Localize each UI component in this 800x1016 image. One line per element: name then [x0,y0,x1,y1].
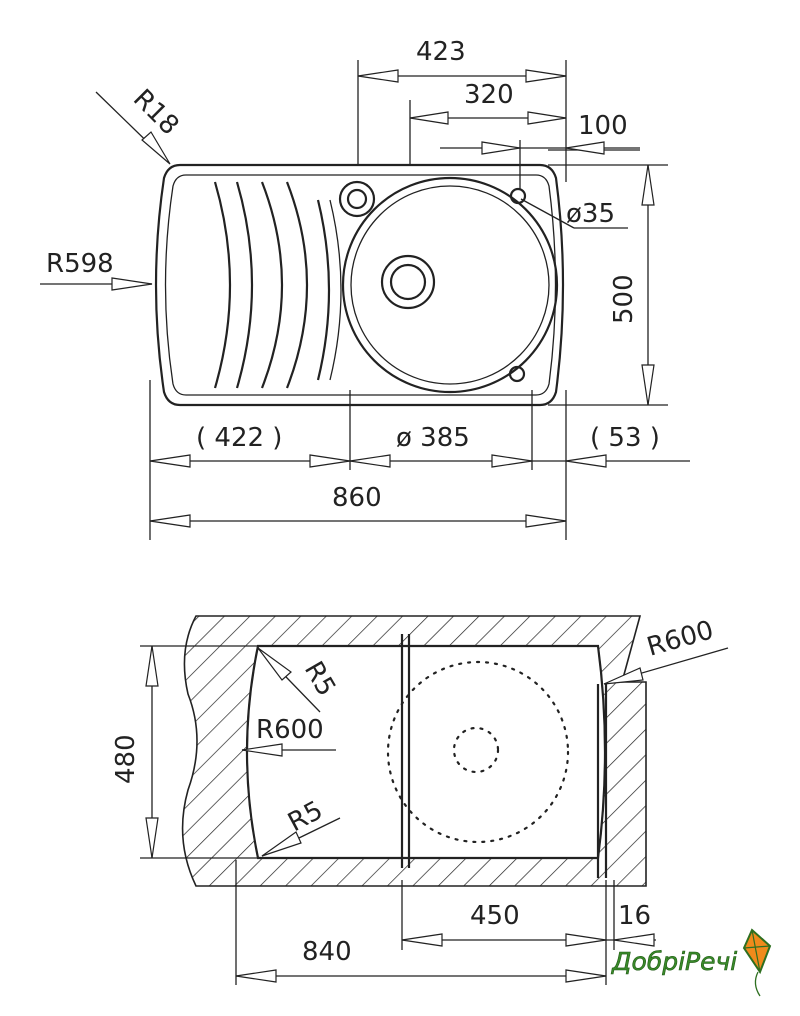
dim-53: ( 53 ) [590,423,660,453]
dim-d385: ø 385 [396,423,470,453]
dim-422: ( 422 ) [196,423,282,453]
drainer-rib [260,181,284,389]
drainer-rib [285,181,309,389]
kite-icon [742,928,772,975]
dim-423: 423 [416,37,466,67]
dim-d35: ø35 [566,199,615,229]
dim-r18: R18 [127,84,184,141]
dim-r5-bottom: R5 [283,795,328,838]
dim-480: 480 [111,734,141,784]
drainer-rib [213,181,232,389]
dim-16: 16 [618,901,651,931]
round-bowl-inner [350,185,550,385]
bowl-projection [386,660,570,844]
round-bowl [341,176,559,394]
top-view: 423 320 100 R18 ø35 R598 500 ( 4 [40,37,690,540]
drain-inner [389,263,427,301]
overflow-inner [346,188,368,210]
dim-500: 500 [609,274,639,324]
dim-860: 860 [332,483,382,513]
store-logo: ДобріРечі [611,928,772,997]
drain-projection [452,726,500,774]
logo-text: ДобріРечі [611,947,737,976]
dim-r600-left: R600 [256,715,324,745]
dim-840: 840 [302,937,352,967]
drainer-rib [316,199,331,381]
dim-r5-top: R5 [298,657,341,702]
dim-450: 450 [470,901,520,931]
sink-inner-rim [164,174,557,396]
drainer-rib [329,199,342,381]
tap-hole [509,187,527,205]
dim-r598: R598 [46,249,114,279]
dim-320: 320 [464,80,514,110]
cutout-view: 480 R5 R600 R5 R600 450 16 840 [111,615,729,985]
tap-hole-secondary [508,365,526,383]
dim-r600-right: R600 [644,615,717,662]
dim-100: 100 [578,111,628,141]
drainer-rib [235,181,254,389]
drain-outer [380,254,436,310]
sink-outline [154,163,565,407]
overflow-outer [338,180,376,218]
